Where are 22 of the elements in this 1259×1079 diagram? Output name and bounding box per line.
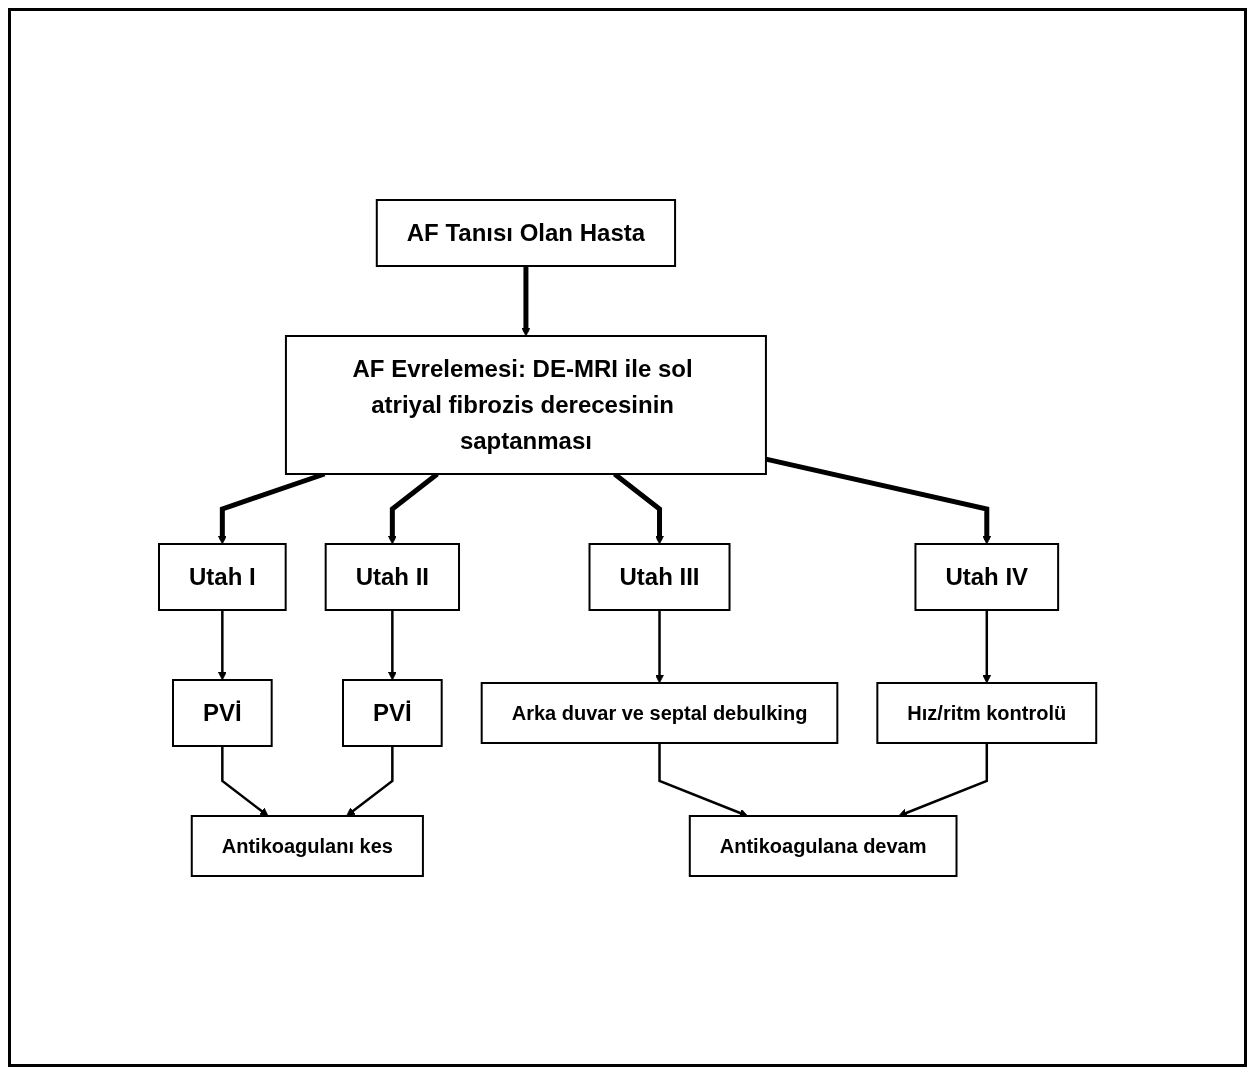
node-box: AF Evrelemesi: DE-MRI ile sol atriyal fibrozis derecesinin saptanması	[284, 334, 767, 475]
node-box: Utah III	[588, 542, 731, 611]
arrow	[387, 609, 397, 680]
node-box: Antikoagulanı kes	[190, 814, 424, 877]
arrow	[346, 745, 394, 816]
arrow	[521, 265, 531, 336]
node-box: Hız/ritm kontrolü	[876, 681, 1098, 744]
node-box: PVİ	[341, 678, 443, 747]
arrow	[217, 609, 227, 680]
arrow	[765, 456, 992, 544]
arrow	[220, 745, 269, 816]
arrow	[982, 609, 992, 683]
node-box: Utah IV	[914, 542, 1059, 611]
node-box: PVİ	[171, 678, 273, 747]
arrow	[898, 742, 988, 817]
arrow	[655, 609, 664, 683]
node-box: Utah I	[157, 542, 287, 611]
node-box: Utah II	[324, 542, 460, 611]
node-box: AF Tanısı Olan Hasta	[375, 198, 676, 267]
node-box: Antikoagulana devam	[688, 814, 958, 877]
arrow	[658, 742, 748, 817]
node-box: Arka duvar ve septal debulking	[480, 681, 839, 744]
